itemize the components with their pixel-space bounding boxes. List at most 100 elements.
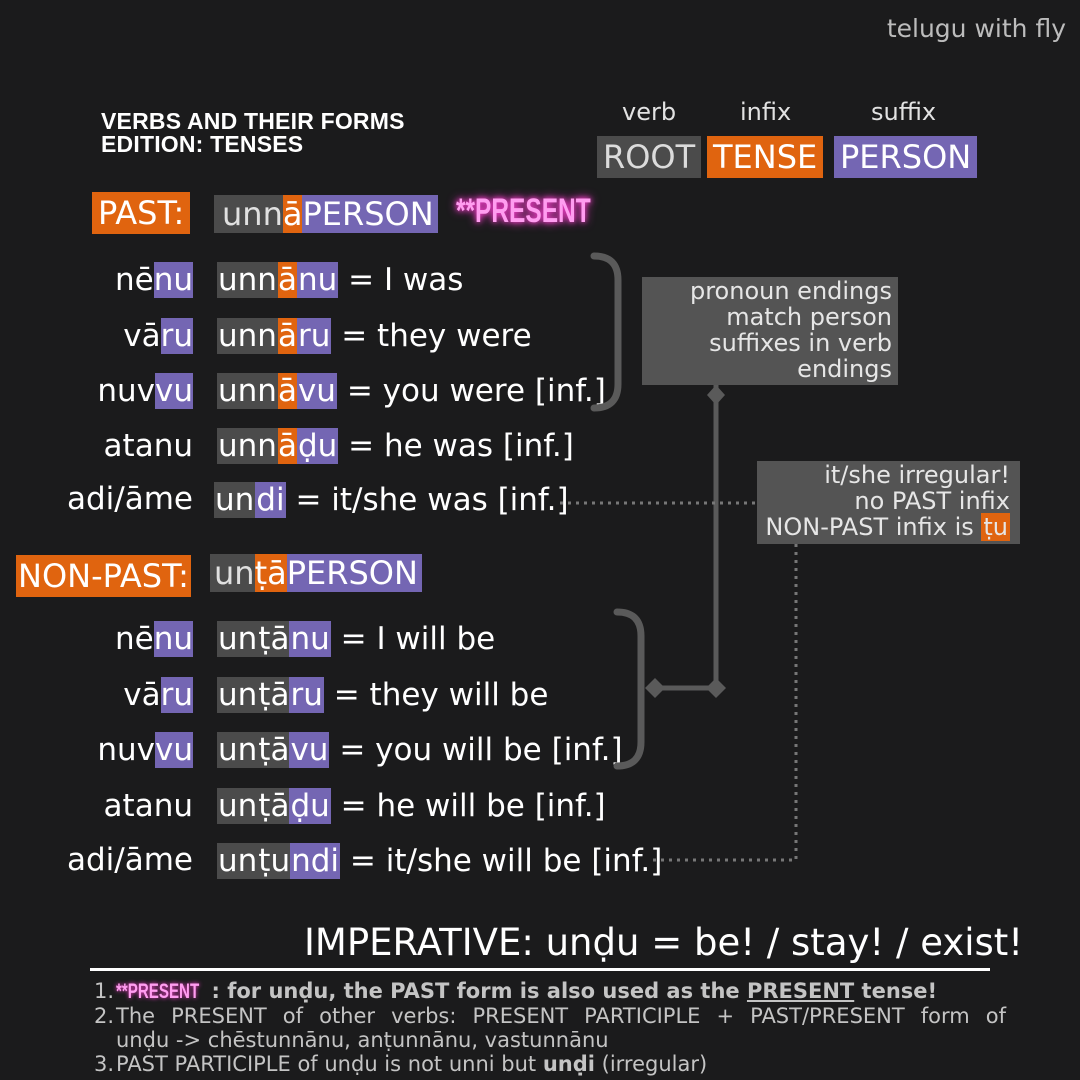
footnote-2: 2. The PRESENT of other verbs: PRESENT P… bbox=[94, 1004, 1006, 1052]
verb-suffix: vu bbox=[296, 373, 337, 409]
present-note-tag: **PRESENT bbox=[116, 980, 200, 1003]
verb-row-nonpast-1: unṭānu = I will be bbox=[217, 620, 495, 658]
note-line: endings bbox=[797, 355, 892, 383]
verb-root: un bbox=[217, 788, 259, 824]
verb-suffix: ru bbox=[289, 677, 324, 713]
verb-infix: ṭā bbox=[258, 621, 290, 657]
note-text: NON-PAST infix is bbox=[765, 513, 982, 541]
note-line: pronoun endings bbox=[689, 277, 892, 305]
verb-meaning: = I was bbox=[348, 262, 464, 298]
verb-row-past-2: unnāru = they were bbox=[217, 317, 532, 355]
verb-root: un bbox=[217, 621, 259, 657]
pronoun-ending: ru bbox=[160, 318, 193, 354]
footnote-text: tense! bbox=[854, 979, 938, 1003]
pronoun-ending: vu bbox=[155, 373, 193, 409]
pronoun-adi-ame: adi/āme bbox=[21, 841, 193, 879]
verb-root: unn bbox=[217, 428, 278, 464]
note-infix-highlight: ṭu bbox=[981, 513, 1010, 541]
legend-suffix-label: suffix bbox=[871, 98, 937, 126]
pronoun-ending: nu bbox=[153, 621, 193, 657]
pronoun-stem: nē bbox=[114, 621, 154, 657]
verb-meaning: = it/she was [inf.] bbox=[295, 482, 569, 518]
brand-label: telugu with fly bbox=[886, 14, 1066, 43]
nonpast-tag: NON-PAST: bbox=[16, 555, 191, 597]
footnote-number: 3. bbox=[94, 1052, 115, 1076]
note-line: NON-PAST infix is ṭu bbox=[757, 513, 1010, 541]
legend-infix-label: infix bbox=[740, 98, 792, 126]
verb-suffix: ḍu bbox=[296, 428, 339, 464]
footnote-text: (irregular) bbox=[594, 1052, 708, 1076]
footnote-text: unḍu -> chēstunnānu, anṭunnānu, vastunnā… bbox=[116, 1028, 609, 1052]
footnote-underlined: PRESENT bbox=[746, 979, 855, 1003]
verb-suffix: di bbox=[255, 482, 286, 518]
verb-meaning: = you will be [inf.] bbox=[339, 732, 623, 768]
legend-verb-label: verb bbox=[622, 98, 677, 126]
pronoun-nenu: nēnu bbox=[21, 620, 193, 658]
past-pattern-root: unn bbox=[214, 195, 283, 233]
dotted-connector-nonpast bbox=[652, 544, 798, 862]
verb-infix: ā bbox=[277, 318, 297, 354]
imperative-line: IMPERATIVE: unḍu = be! / stay! / exist! bbox=[304, 921, 1024, 964]
verb-meaning: = I will be bbox=[340, 621, 496, 657]
verb-meaning: = you were [inf.] bbox=[346, 373, 606, 409]
pronoun-stem: nuv bbox=[97, 373, 155, 409]
note-line: match person bbox=[726, 303, 892, 331]
note-line: no PAST infix bbox=[854, 487, 1010, 515]
footnote-number: 2. bbox=[94, 1004, 115, 1028]
verb-root: unn bbox=[217, 318, 278, 354]
pronoun-stem: atanu bbox=[103, 788, 193, 824]
verb-suffix: ḍu bbox=[289, 788, 331, 824]
verb-infix: ṭā bbox=[258, 732, 290, 768]
page-title: VERBS AND THEIR FORMS EDITION: TENSES bbox=[101, 110, 405, 156]
past-bracket bbox=[590, 252, 622, 412]
verb-meaning: = it/she will be [inf.] bbox=[349, 843, 663, 879]
connector-diamond-left bbox=[645, 678, 665, 698]
nonpast-pattern-root: un bbox=[210, 554, 255, 592]
nonpast-pattern-infix: ṭā bbox=[254, 554, 287, 592]
pronoun-nenu: nēnu bbox=[21, 261, 193, 299]
footnote-text: The PRESENT of other verbs: PRESENT PART… bbox=[116, 1004, 1006, 1028]
footnote-body: The PRESENT of other verbs: PRESENT PART… bbox=[116, 1004, 1006, 1052]
past-pattern-infix: ā bbox=[282, 195, 303, 233]
nonpast-pattern-suffix: PERSON bbox=[286, 554, 422, 592]
verb-meaning: = he will be [inf.] bbox=[340, 788, 606, 824]
note-line: it/she irregular! bbox=[824, 461, 1010, 489]
verb-row-past-1: unnānu = I was bbox=[217, 261, 463, 299]
verb-infix: ā bbox=[277, 262, 297, 298]
pronoun-stem: adi/āme bbox=[67, 481, 193, 517]
past-tag: PAST: bbox=[92, 192, 191, 234]
verb-row-nonpast-3: unṭāvu = you will be [inf.] bbox=[217, 731, 623, 769]
legend-root-box: ROOT bbox=[597, 136, 702, 178]
verb-suffix: ru bbox=[296, 318, 332, 354]
pronoun-atanu: atanu bbox=[21, 427, 193, 465]
pronoun-stem: adi/āme bbox=[67, 842, 193, 878]
verb-root: un bbox=[217, 843, 259, 879]
footnote-3: 3. PAST PARTICIPLE of unḍu is not unni b… bbox=[94, 1052, 1006, 1076]
footnote-body: PAST PARTICIPLE of unḍu is not unni but … bbox=[116, 1052, 1006, 1076]
note-irregular: it/she irregular! no PAST infix NON-PAST… bbox=[757, 461, 1020, 544]
pronoun-stem: nuv bbox=[97, 732, 155, 768]
verb-suffix: nu bbox=[296, 262, 339, 298]
verb-root: un bbox=[217, 732, 259, 768]
pronoun-stem: atanu bbox=[103, 428, 193, 464]
note-pronoun-endings: pronoun endings match person suffixes in… bbox=[642, 277, 898, 385]
footnote-bold: unḍi bbox=[542, 1052, 595, 1076]
pronoun-stem: vā bbox=[123, 318, 161, 354]
past-pattern: unnāPERSON bbox=[214, 194, 438, 234]
pronoun-varu: vāru bbox=[21, 317, 193, 355]
verb-meaning: = he was [inf.] bbox=[348, 428, 574, 464]
verb-row-past-4: unnāḍu = he was [inf.] bbox=[217, 427, 574, 465]
verb-infix: ṭā bbox=[258, 788, 290, 824]
verb-infix: ṭā bbox=[258, 677, 290, 713]
pronoun-stem: nē bbox=[114, 262, 154, 298]
pronoun-varu: vāru bbox=[21, 676, 193, 714]
pronoun-nuvvu: nuvvu bbox=[21, 372, 193, 410]
pronoun-adi-ame: adi/āme bbox=[21, 480, 193, 518]
pronoun-atanu: atanu bbox=[21, 787, 193, 825]
verb-infix: ṭu bbox=[258, 843, 291, 879]
footnote-number: 1. bbox=[94, 979, 115, 1003]
footnote-text: PAST PARTICIPLE of unḍu is not unni but bbox=[116, 1052, 543, 1076]
pronoun-stem: vā bbox=[123, 677, 161, 713]
pronoun-ending: vu bbox=[155, 732, 193, 768]
